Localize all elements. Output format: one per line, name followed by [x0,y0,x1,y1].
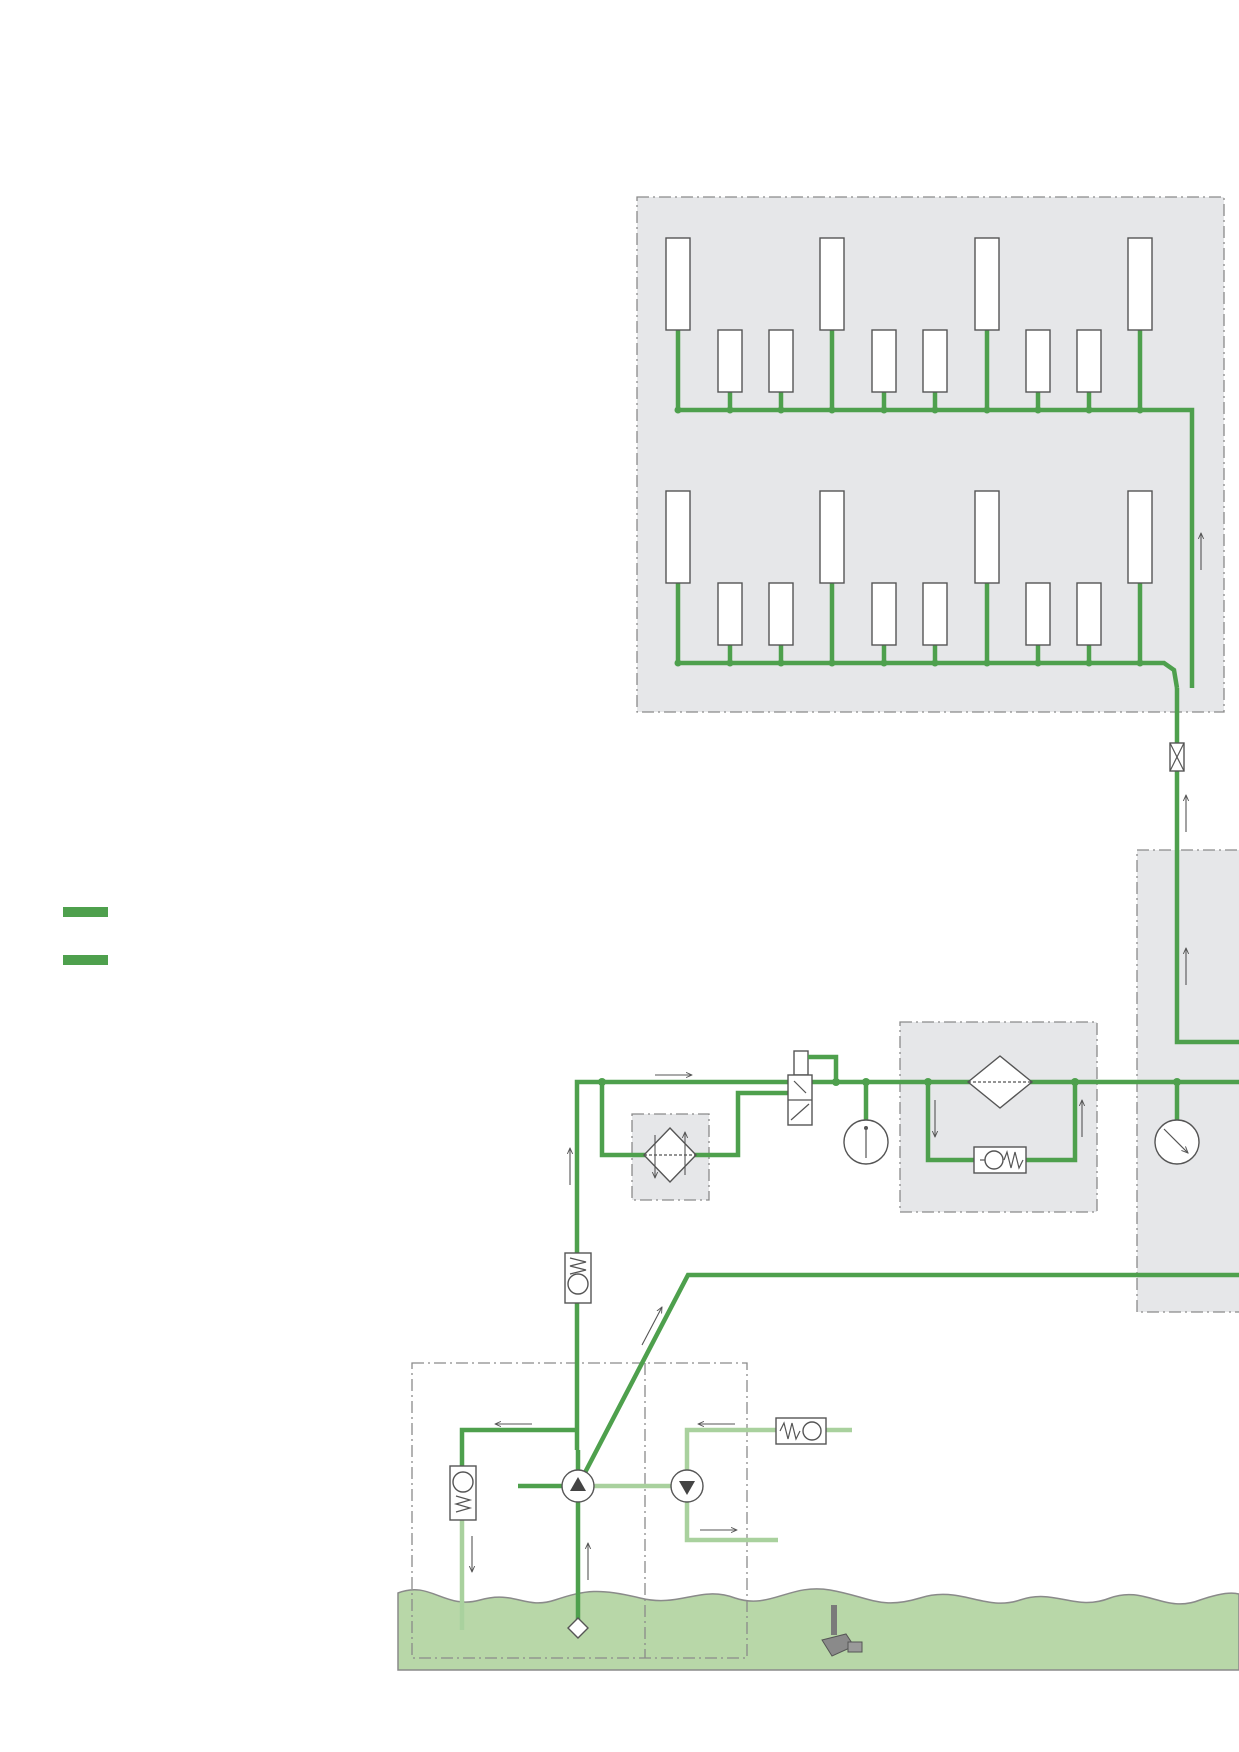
junction-node [931,659,939,667]
restrictor-icon [1169,742,1185,772]
pump-unit-panel [411,1362,748,1659]
bypass-filter-loop [599,1082,788,1158]
short-cylinder-icon [871,329,897,393]
directional-valve-icon [787,1050,813,1126]
junction-node [880,406,888,414]
short-cylinder-icon [1076,329,1102,393]
short-cylinder-icon [1025,582,1051,646]
junction-node [924,1078,932,1086]
check-valve-icon [775,1417,827,1445]
pressure-line-swatch [63,907,108,917]
check-valve-icon [449,1465,477,1521]
junction-node [777,659,785,667]
short-cylinder-icon [922,329,948,393]
junction-node [1034,659,1042,667]
check-valve-icon [564,1252,592,1304]
pressure-gauge-icon [1154,1119,1200,1165]
tall-cylinder-icon [974,490,1000,584]
consumer-row-lower [665,490,1153,667]
tall-cylinder-icon [819,237,845,331]
tall-cylinder-icon [1127,490,1153,584]
aux-pressure-line [684,1427,776,1486]
short-cylinder-icon [768,329,794,393]
filter-unit-panel [899,1021,1098,1213]
level-sensor-icon [821,1605,863,1657]
pressure-main-line [574,1079,788,1450]
legend [63,907,108,965]
junction-node [598,1078,606,1086]
short-cylinder-icon [717,582,743,646]
upper-header-line [678,407,1195,688]
relief-return-line [459,1427,578,1466]
short-cylinder-icon [1025,329,1051,393]
consumer-bank [665,237,1195,689]
return-line [576,1272,1239,1488]
junction-node [983,406,991,414]
tall-cylinder-icon [665,237,691,331]
junction-node [931,406,939,414]
short-cylinder-icon [1076,582,1102,646]
filter-icon [966,1055,1034,1109]
check-valve-icon [973,1146,1027,1174]
pressure-gauge-icon [843,1119,889,1165]
junction-node [862,1078,870,1086]
pump-icon [561,1469,595,1503]
junction-node [1085,406,1093,414]
tall-cylinder-icon [665,490,691,584]
lower-header-line [678,660,1180,689]
junction-node [983,659,991,667]
tall-cylinder-icon [819,490,845,584]
junction-node [726,659,734,667]
short-cylinder-icon [768,582,794,646]
junction-node [828,406,836,414]
suction-strainer-icon [567,1617,589,1639]
junction-node [828,659,836,667]
pilot-line [808,1054,839,1082]
supply-line-swatch [63,955,108,965]
tall-cylinder-icon [974,237,1000,331]
filter-icon [643,1126,697,1184]
junction-node [1136,659,1144,667]
tall-cylinder-icon [1127,237,1153,331]
tank-fluid [397,1588,1239,1671]
junction-node [726,406,734,414]
flow-arrow [641,1307,662,1346]
short-cylinder-icon [871,582,897,646]
short-cylinder-icon [922,582,948,646]
junction-node [777,406,785,414]
aux-return-line [684,1486,778,1543]
short-cylinder-icon [717,329,743,393]
pump-icon [670,1469,704,1503]
junction-node [880,659,888,667]
consumer-row-upper [665,237,1153,414]
junction-node [1071,1078,1079,1086]
junction-node [832,1078,840,1086]
junction-node [1085,659,1093,667]
junction-node [1034,406,1042,414]
junction-node [674,406,682,414]
junction-node [1173,1078,1181,1086]
junction-node [1136,406,1144,414]
supply-riser-line [1174,688,1239,1045]
junction-node [674,659,682,667]
